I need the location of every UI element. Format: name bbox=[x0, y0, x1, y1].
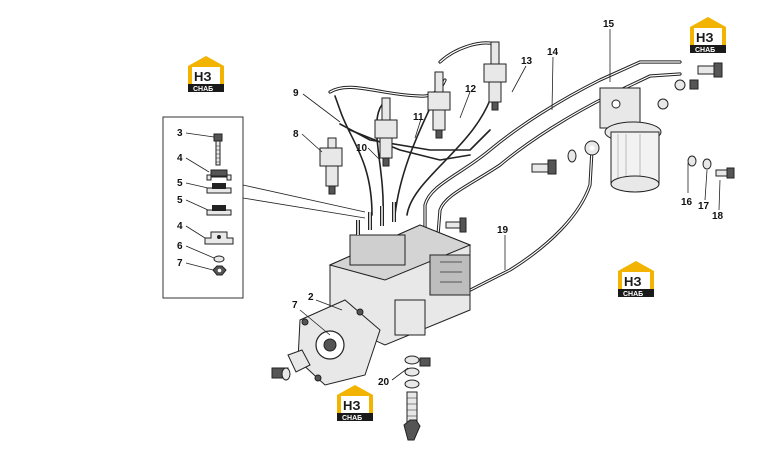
banjo-bolt-left bbox=[531, 140, 600, 175]
callout-10: 10 bbox=[356, 143, 368, 154]
inset-clamp-bottom bbox=[204, 231, 234, 245]
callout-labels: 3 4 5 5 4 6 7 9 8 10 11 12 13 14 15 16 1… bbox=[177, 19, 724, 388]
callout-8: 8 bbox=[293, 129, 299, 140]
inset-clamp-middle-b bbox=[206, 205, 232, 216]
drain-bolt-parts bbox=[687, 155, 735, 179]
inset-washer bbox=[213, 255, 225, 263]
logo-watermark-3: НЗ СНАБ bbox=[618, 261, 654, 298]
injector-3 bbox=[427, 71, 451, 139]
detail-inset bbox=[162, 116, 366, 299]
callout-7a: 7 bbox=[177, 258, 183, 269]
svg-text:НЗ: НЗ bbox=[624, 274, 642, 289]
svg-text:СНАБ: СНАБ bbox=[695, 47, 715, 54]
callout-16: 16 bbox=[681, 197, 693, 208]
callout-18: 18 bbox=[712, 211, 724, 222]
injector-2 bbox=[374, 97, 398, 167]
injector-1 bbox=[319, 137, 343, 195]
callout-4b: 4 bbox=[177, 221, 183, 232]
injector-4 bbox=[483, 41, 507, 111]
callout-7b: 7 bbox=[292, 300, 298, 311]
svg-text:НЗ: НЗ bbox=[194, 69, 212, 84]
inset-clamp-middle-a bbox=[206, 183, 232, 194]
leader-lines bbox=[299, 29, 721, 381]
callout-2: 2 bbox=[308, 292, 314, 303]
inset-clamp-top bbox=[206, 169, 232, 181]
callout-13: 13 bbox=[521, 56, 533, 67]
svg-text:СНАБ: СНАБ bbox=[342, 415, 362, 422]
callout-6: 6 bbox=[177, 241, 183, 252]
fuel-filter bbox=[599, 87, 669, 193]
banjo-fittings-right bbox=[674, 62, 723, 91]
callout-5b: 5 bbox=[177, 195, 183, 206]
svg-text:СНАБ: СНАБ bbox=[193, 86, 213, 93]
svg-text:СНАБ: СНАБ bbox=[623, 291, 643, 298]
callout-17: 17 bbox=[698, 201, 710, 212]
logo-watermark-2: НЗ СНАБ bbox=[690, 17, 726, 54]
fuel-line-14 bbox=[423, 60, 682, 237]
callout-19: 19 bbox=[497, 225, 509, 236]
callout-3: 3 bbox=[177, 128, 183, 139]
callout-9: 9 bbox=[293, 88, 299, 99]
callout-11: 11 bbox=[413, 112, 424, 123]
callout-5a: 5 bbox=[177, 178, 183, 189]
svg-text:НЗ: НЗ bbox=[696, 30, 714, 45]
callout-20: 20 bbox=[378, 377, 390, 388]
callout-15: 15 bbox=[603, 19, 615, 30]
injection-pump bbox=[297, 202, 472, 386]
logo-watermark-1: НЗ СНАБ bbox=[188, 56, 224, 93]
high-pressure-lines bbox=[328, 41, 497, 216]
callout-12: 12 bbox=[465, 84, 477, 95]
inset-nut bbox=[212, 265, 227, 276]
svg-text:НЗ: НЗ bbox=[343, 398, 361, 413]
logo-watermark-4: НЗ СНАБ bbox=[337, 385, 373, 422]
lower-fitting-20 bbox=[403, 355, 431, 441]
inset-bolt bbox=[213, 133, 223, 166]
callout-14: 14 bbox=[547, 47, 559, 58]
callout-4a: 4 bbox=[177, 153, 183, 164]
drive-coupling bbox=[271, 349, 311, 381]
bleed-screw bbox=[445, 217, 467, 233]
